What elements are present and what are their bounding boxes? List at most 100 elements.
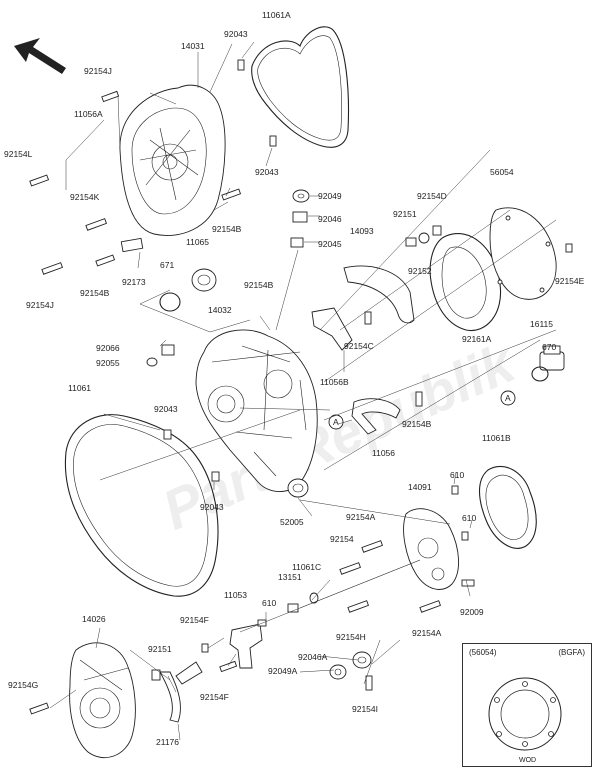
label-610-a: 610 xyxy=(450,470,464,480)
bolt-92154i xyxy=(365,675,373,691)
label-92154j-left: 92154J xyxy=(26,300,54,310)
bolt-92151-low xyxy=(151,669,161,681)
plug-13151 xyxy=(287,603,299,613)
hose-21176 xyxy=(159,661,203,723)
bolt-92009 xyxy=(461,579,475,587)
label-11061b: 11061B xyxy=(482,433,511,443)
bolt-92154c xyxy=(364,311,372,325)
gasket-92161a xyxy=(429,233,502,332)
callout-a-mid-text: A xyxy=(333,417,339,427)
bolt-92154f-a xyxy=(201,643,209,653)
label-92154f-low: 92154F xyxy=(200,692,229,702)
label-92043-left: 92043 xyxy=(154,404,178,414)
label-11061: 11061 xyxy=(68,383,91,393)
label-92161a: 92161A xyxy=(462,334,492,344)
label-92043-low: 92043 xyxy=(200,502,224,512)
bolt-92154j-top xyxy=(101,90,120,103)
label-92154a-top: 92154A xyxy=(346,512,376,522)
bolt-92154a-top xyxy=(361,540,383,553)
label-92154: 92154 xyxy=(330,534,354,544)
label-16115: 16115 xyxy=(530,319,553,329)
label-610-b: 610 xyxy=(462,513,476,523)
seal-92046 xyxy=(292,211,308,223)
callout-a-right-text: A xyxy=(505,393,511,403)
label-92046: 92046 xyxy=(318,214,342,224)
direction-arrow-icon xyxy=(14,38,66,74)
label-92043-mid: 92043 xyxy=(255,167,279,177)
label-56054: 56054 xyxy=(490,167,514,177)
label-92045: 92045 xyxy=(318,239,342,249)
cover-14026 xyxy=(69,642,136,759)
label-92154f-top: 92154F xyxy=(180,615,209,625)
seal-92049a xyxy=(329,664,347,680)
leader-lines xyxy=(49,41,557,741)
cover-56054 xyxy=(489,207,557,300)
bolt-92154l xyxy=(29,174,50,187)
seal-92045 xyxy=(290,237,304,248)
bolt-92154b-right xyxy=(415,391,423,407)
seal-52005 xyxy=(287,478,309,498)
label-671: 671 xyxy=(160,260,174,270)
bolt-92154f-b xyxy=(219,660,238,673)
washer-92055 xyxy=(146,357,158,367)
label-92154l: 92154L xyxy=(4,149,33,159)
label-92049a: 92049A xyxy=(268,666,298,676)
cover-14091 xyxy=(403,508,459,590)
label-11053: 11053 xyxy=(224,590,247,600)
bolt-92154d xyxy=(432,225,442,236)
label-92154a-low: 92154A xyxy=(412,628,442,638)
dowel-92043-b xyxy=(211,471,220,482)
bolt-610-b xyxy=(461,531,469,541)
plate-14093 xyxy=(343,265,415,324)
seal-92046a xyxy=(352,651,372,669)
bolt-92154h xyxy=(347,600,369,613)
callout-a-right: A xyxy=(500,390,516,406)
label-92152: 92152 xyxy=(408,266,432,276)
plug-16115 xyxy=(539,345,565,371)
label-92154b-a: 92154B xyxy=(212,224,242,234)
bolt-92154a-low xyxy=(419,600,441,613)
bolt-92154g xyxy=(29,702,50,715)
label-11061c: 11061C xyxy=(292,562,321,572)
bolt-92154b-a xyxy=(221,188,242,201)
part-labels: 11061A 14031 92043 92154J 11056A 92154L … xyxy=(4,10,585,747)
callout-a-mid: A xyxy=(328,414,344,430)
seal-92049 xyxy=(292,189,310,203)
label-92154k: 92154K xyxy=(70,192,100,202)
label-92009: 92009 xyxy=(460,607,484,617)
label-92173: 92173 xyxy=(122,277,146,287)
label-52005: 52005 xyxy=(280,517,304,527)
plug-92066 xyxy=(161,344,175,356)
label-92154c: 92154C xyxy=(344,341,374,351)
inset-right-label: (BGFA) xyxy=(558,648,585,657)
o-ring-671 xyxy=(159,292,181,312)
bracket-11053 xyxy=(229,623,263,669)
bolt-92154e xyxy=(565,243,573,253)
inset-footer-label: WOD xyxy=(519,757,536,764)
gasket-11061b xyxy=(478,465,537,549)
label-14031: 14031 xyxy=(181,41,205,51)
label-92043-top: 92043 xyxy=(224,29,248,39)
label-11056a: 11056A xyxy=(74,109,103,119)
label-14026: 14026 xyxy=(82,614,106,624)
label-92154g: 92154G xyxy=(8,680,38,690)
bolt-92043-top xyxy=(237,59,245,71)
label-11065: 11065 xyxy=(186,237,209,247)
label-92151-top: 92151 xyxy=(393,209,417,219)
label-92049: 92049 xyxy=(318,191,342,201)
label-670: 670 xyxy=(542,342,556,352)
guide-11056 xyxy=(351,398,401,435)
bolt-92154 xyxy=(339,562,361,575)
label-92154b-right: 92154B xyxy=(402,419,432,429)
clip-92173 xyxy=(120,237,144,253)
label-610-c: 610 xyxy=(262,598,276,608)
label-92046a: 92046A xyxy=(298,652,328,662)
washer-92152 xyxy=(418,232,430,244)
gasket-11061 xyxy=(64,414,219,597)
cover-14031 xyxy=(119,84,226,236)
gasket-11061a xyxy=(251,26,350,148)
cover-14032 xyxy=(195,329,318,492)
bolt-92154k xyxy=(85,218,107,231)
